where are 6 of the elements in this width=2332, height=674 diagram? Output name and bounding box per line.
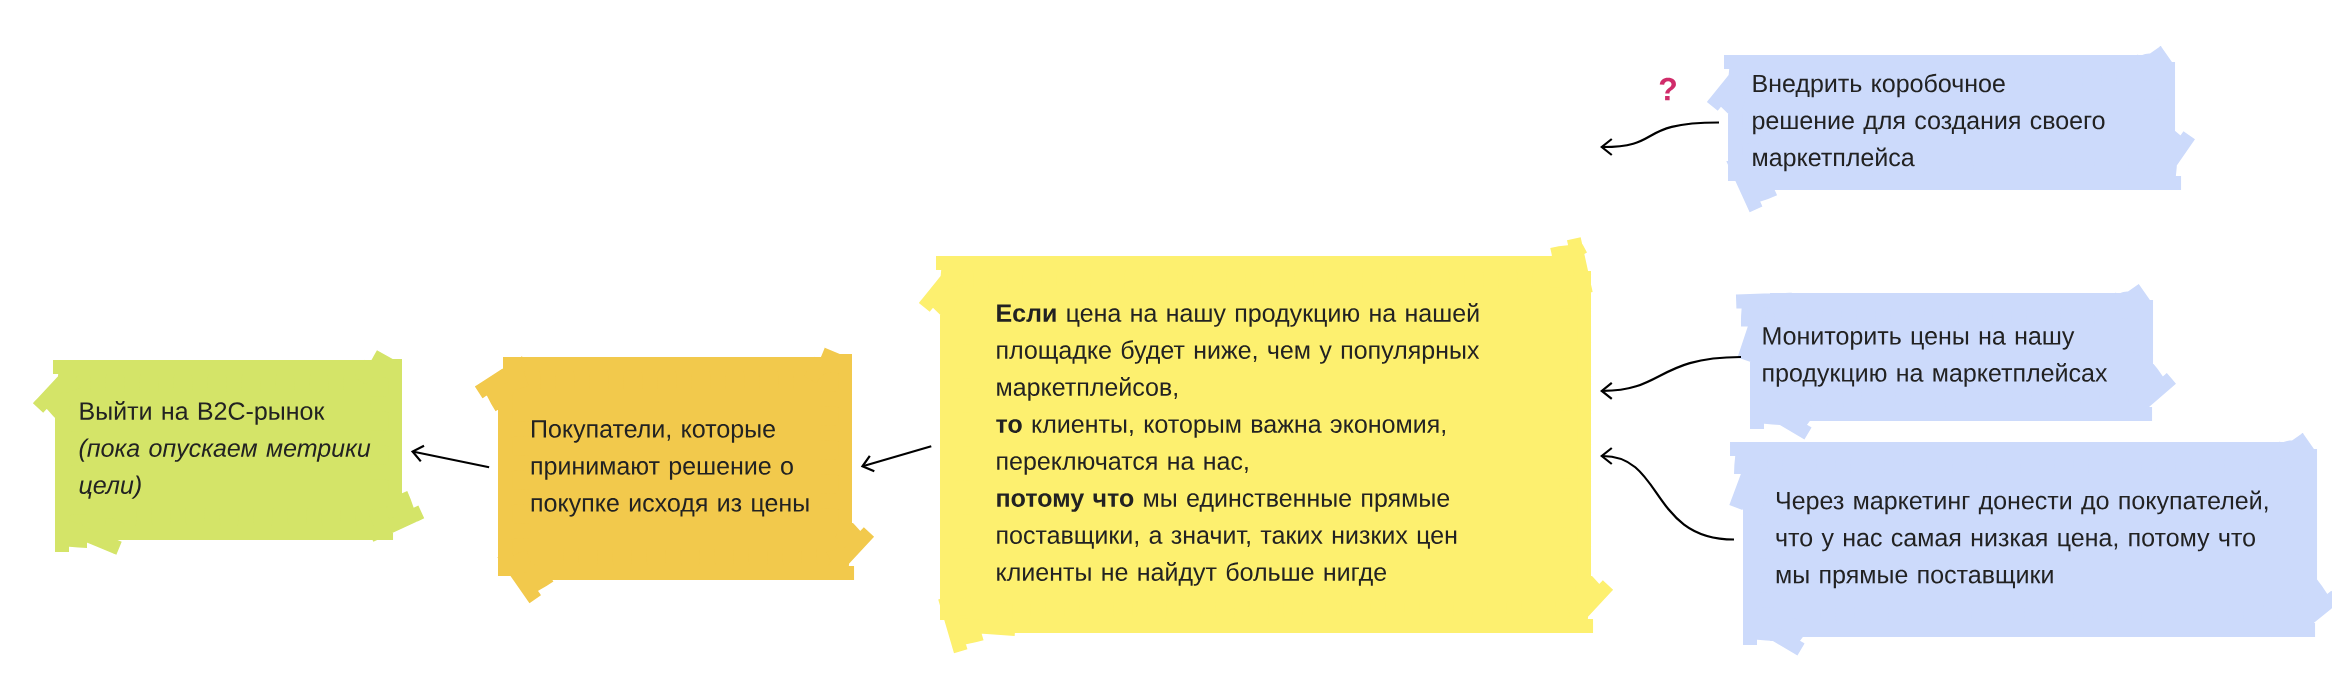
arrow [410,444,490,469]
arrow [860,445,932,473]
arrow [1600,355,1742,400]
arrow [1600,447,1735,541]
question-mark: ? [1659,77,1676,101]
arrow [1600,121,1720,156]
